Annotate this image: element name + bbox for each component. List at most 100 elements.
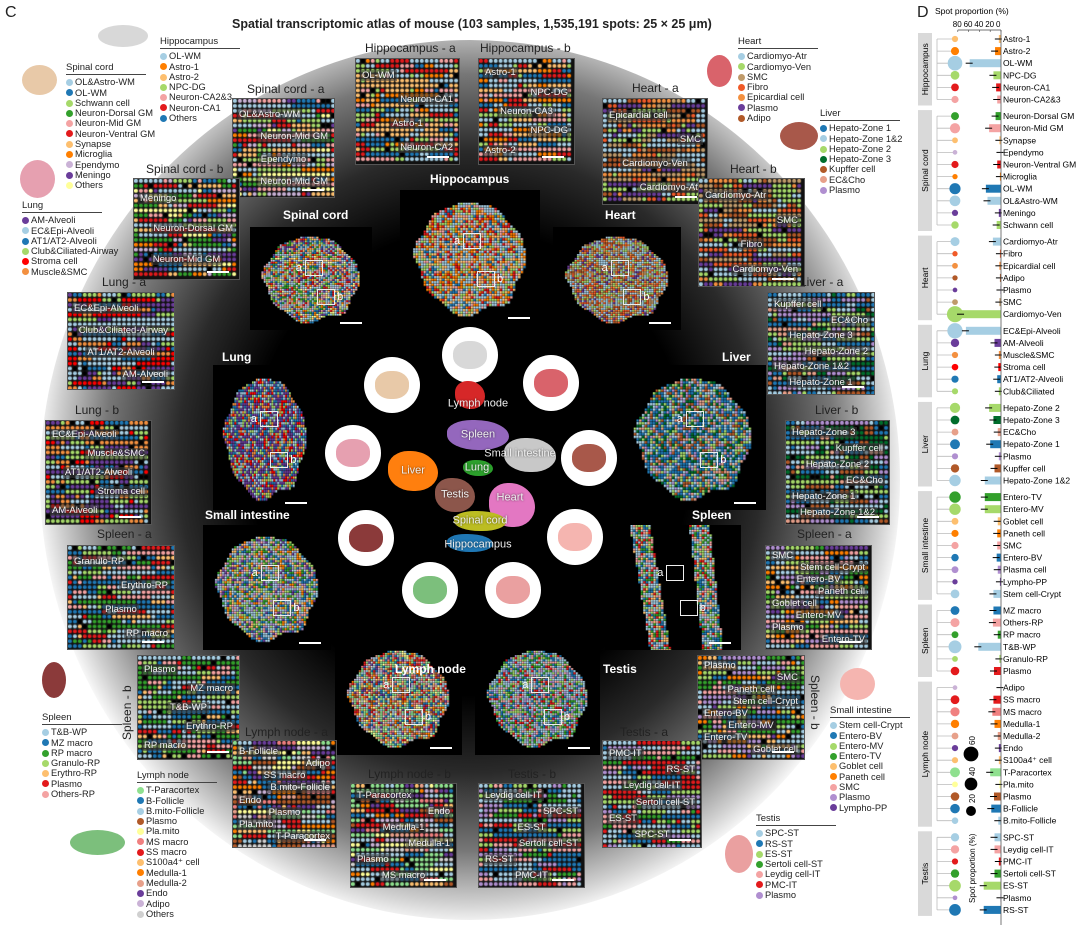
- cell-type-label: Hepato-Zone 1: [1003, 439, 1060, 449]
- cell-type-label: Entero-BV: [1003, 553, 1043, 563]
- region-box-b[interactable]: [543, 709, 562, 725]
- region-box-a[interactable]: [685, 411, 704, 428]
- cell-type-label: Neuron-CA1: [398, 93, 455, 105]
- region-box-a[interactable]: [259, 411, 278, 428]
- cell-type-label: Endo: [237, 794, 264, 806]
- proportion-bar: [992, 618, 1001, 627]
- cell-type-label: Astro-1: [483, 67, 518, 79]
- x-tick-label: 0: [996, 20, 1001, 29]
- cell-type-label: Entero-MV: [793, 609, 844, 621]
- cell-type-label: Paneth cell: [1003, 528, 1045, 538]
- proportion-dot: [951, 209, 959, 216]
- region-box-b[interactable]: [477, 271, 495, 287]
- overview-title: Hippocampus: [430, 172, 510, 186]
- legend-item: Cardiomyo-Ven: [738, 62, 818, 72]
- cell-type-label: Medulla-1: [380, 822, 427, 834]
- cell-type-label: NPC-DG: [528, 86, 570, 98]
- cell-type-label: Medulla-1: [1003, 719, 1041, 729]
- legend-swatch: [830, 742, 837, 750]
- legend-swatch: [820, 135, 827, 143]
- inset-title: Spleen - b: [808, 675, 822, 730]
- region-box-b[interactable]: [679, 600, 698, 616]
- cell-type-label: Cardiomyo-Ven: [1003, 309, 1062, 319]
- region-box-b[interactable]: [273, 600, 292, 616]
- scale-bar: [669, 839, 691, 841]
- legend-item: MZ macro: [42, 738, 122, 748]
- legend-label: Goblet cell: [839, 761, 883, 772]
- legend-label: Others: [169, 113, 197, 124]
- region-box-a[interactable]: [666, 565, 685, 581]
- region-box-a[interactable]: [610, 259, 629, 276]
- cell-type-label: SMC: [1003, 541, 1022, 551]
- cell-type-label: Adipo: [1003, 683, 1025, 693]
- region-box-b[interactable]: [700, 452, 719, 468]
- group-label: Hippocampus: [920, 43, 930, 95]
- x-tick-label: 60: [964, 20, 973, 29]
- proportion-dot: [951, 631, 959, 639]
- scale-bar: [857, 516, 879, 518]
- region-box-b[interactable]: [317, 288, 336, 305]
- proportion-bar: [994, 833, 1001, 842]
- spleen-icon: [42, 662, 66, 698]
- legend-label: Adipo: [146, 898, 170, 909]
- region-box-b[interactable]: [623, 288, 642, 305]
- neuron-icon: [413, 576, 447, 604]
- proportion-dot: [950, 618, 960, 628]
- organ-label: Spleen: [460, 428, 496, 441]
- region-box-a[interactable]: [304, 259, 323, 276]
- proportion-dot: [952, 275, 958, 281]
- region-box-b[interactable]: [404, 709, 423, 725]
- inset-title: Testis - a: [620, 725, 669, 739]
- legend-item: SMC: [738, 72, 818, 82]
- inset-title: Lung - b: [75, 403, 120, 417]
- proportion-dot: [949, 195, 961, 207]
- region-box-b[interactable]: [270, 452, 289, 468]
- proportion-dot: [947, 55, 963, 71]
- region-box-a[interactable]: [392, 676, 411, 693]
- region-box-a[interactable]: [260, 565, 279, 581]
- region-box-a[interactable]: [531, 676, 550, 693]
- proportion-bar: [992, 237, 1001, 246]
- legend-title: Spinal cord: [66, 62, 146, 76]
- legend-label: Neuron-Dorsal GM: [75, 108, 154, 119]
- proportion-bar: [993, 667, 1001, 675]
- region-box-a[interactable]: [463, 233, 481, 250]
- legend-title: Heart: [738, 36, 818, 50]
- cell-type-label: ES-ST: [515, 822, 548, 834]
- proportion-dot: [952, 262, 958, 269]
- cell-type-label: Kupffer cell: [833, 443, 885, 455]
- scale-bar: [424, 879, 446, 881]
- legend-label: B-Follicle: [146, 795, 185, 806]
- group-label: Lung: [920, 351, 930, 370]
- scale-bar: [508, 317, 530, 319]
